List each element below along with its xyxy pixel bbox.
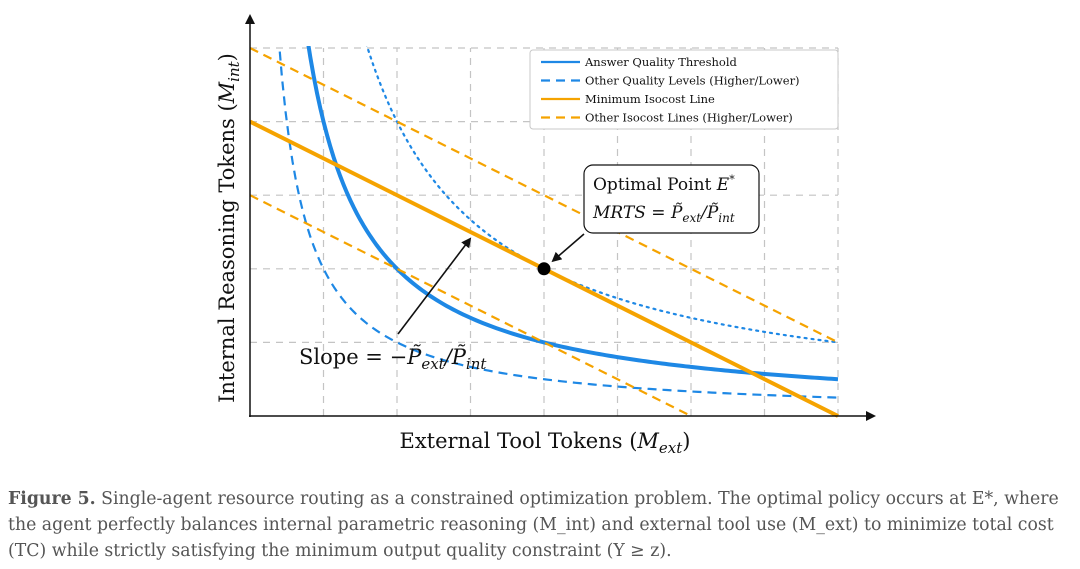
axes: External Tool Tokens (Mext) Internal Reas…: [215, 14, 876, 457]
x-axis-label: External Tool Tokens (Mext): [399, 429, 690, 457]
slope-subscript-ext: ext: [421, 355, 445, 373]
y-axis-close: ): [215, 53, 239, 61]
figure-label: Figure 5.: [8, 489, 96, 509]
formula-slash: /P̃: [699, 203, 719, 223]
isoquant-dashed-series: [278, 46, 839, 399]
y-axis-label: Internal Reasoning Tokens (Mint): [215, 53, 243, 403]
legend-box: [529, 49, 839, 130]
isocost-dashed-series: [250, 47, 839, 344]
optimal-point-arrow: [551, 233, 585, 263]
annotations: Optimal Point E*MRTS = P̃ext/P̃intSlope …: [299, 164, 760, 373]
formula-subscript-int: int: [718, 211, 735, 225]
optimal-point-star: *: [729, 173, 735, 186]
caption-text: Single-agent resource routing as a const…: [8, 489, 1059, 561]
x-axis-subscript: ext: [659, 439, 683, 457]
optimal-point-callout: [583, 164, 760, 234]
optimal-point-symbol: E: [716, 175, 730, 195]
y-axis-subscript: int: [225, 60, 243, 81]
optimal-point-formula: MRTS = P̃ext/P̃int: [592, 203, 735, 225]
y-axis-symbol: M: [215, 81, 239, 104]
legend-entry: Other Isocost Lines (Higher/Lower): [585, 111, 793, 125]
legend-entry: Answer Quality Threshold: [584, 55, 738, 69]
legend-entry: Other Quality Levels (Higher/Lower): [585, 74, 800, 88]
optimal-point-title: Optimal Point E*: [593, 173, 735, 195]
figure-caption: Figure 5. Single-agent resource routing …: [8, 486, 1074, 564]
slope-subscript-int: int: [466, 355, 487, 373]
chart: External Tool Tokens (Mext) Internal Reas…: [215, 14, 876, 457]
isocost-dashed-series: [250, 194, 692, 417]
isoquant-dotted-series: [365, 46, 840, 344]
x-axis-close: ): [682, 429, 690, 453]
legend-entry: Minimum Isocost Line: [585, 92, 715, 106]
optimal-point-marker: [537, 262, 551, 276]
series-layer: [250, 46, 840, 418]
x-axis-symbol: M: [636, 429, 659, 453]
slope-label: Slope = −P̃ext/P̃int: [299, 345, 487, 373]
formula-subscript-ext: ext: [682, 211, 701, 225]
slope-p-ext: P̃: [406, 345, 422, 369]
slope-p-int: /P̃: [443, 345, 467, 369]
slope-arrow: [397, 237, 472, 335]
